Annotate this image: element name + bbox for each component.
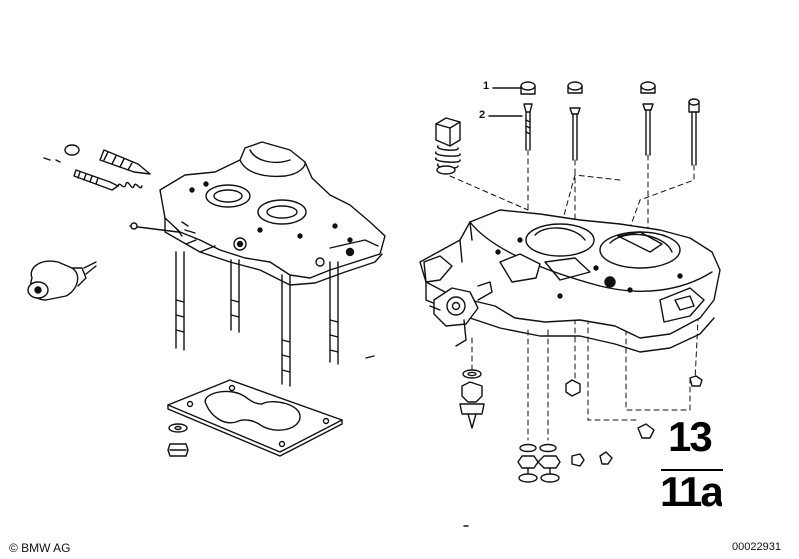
check-valve-with-spring xyxy=(435,117,461,175)
washer-and-nut xyxy=(167,423,189,457)
group-number-divider xyxy=(661,469,723,471)
tick-mark xyxy=(365,355,375,359)
flange-gasket xyxy=(167,379,343,457)
group-number-sub: 11a xyxy=(660,468,722,512)
mounting-studs xyxy=(175,251,339,387)
copyright-notice: © BMW AG xyxy=(9,541,71,555)
carburetor-upper-housing xyxy=(159,141,386,286)
bottom-plugs-and-screws xyxy=(517,375,703,483)
callout-label-2: 2 xyxy=(479,109,486,121)
idle-mixture-screw xyxy=(64,144,151,175)
callout-label-1: 1 xyxy=(483,80,490,92)
group-number-main: 13 xyxy=(668,413,713,460)
idle-cutoff-solenoid xyxy=(27,260,97,301)
pin xyxy=(129,225,183,237)
o-ring-and-jet xyxy=(459,369,485,429)
pin-head xyxy=(130,222,138,230)
carburetor-lower-body xyxy=(419,209,721,353)
throttle-linkage-housing xyxy=(423,255,493,347)
float-chamber-screws xyxy=(520,81,700,166)
idle-needle-with-spring xyxy=(43,157,143,191)
document-number: 00022931 xyxy=(732,541,781,553)
pin-bolt xyxy=(185,239,216,253)
